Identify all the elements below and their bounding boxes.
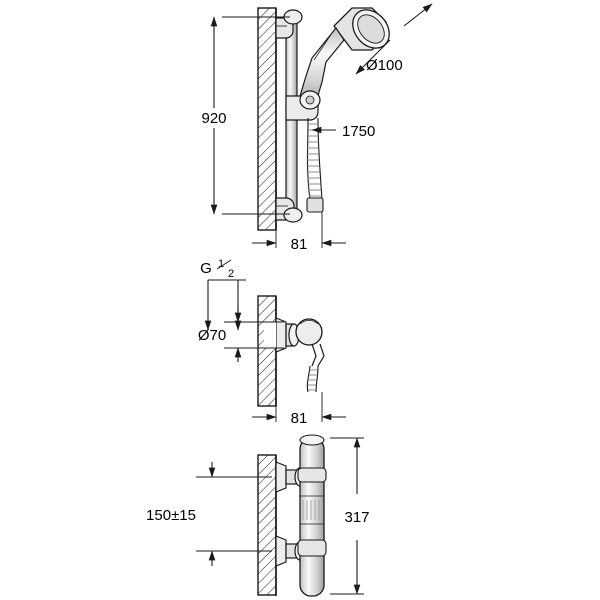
wall-section-bottom (257, 454, 277, 596)
dimension-dia100: Ø100 (355, 3, 433, 75)
dimension-dia100-label: Ø100 (366, 57, 403, 74)
shower-hose (306, 117, 324, 213)
dimension-1750-label: 1750 (342, 123, 375, 140)
dimension-dia70: Ø70 (198, 308, 284, 362)
wall-union-view: G 1 2 Ø70 81 (198, 258, 346, 427)
dimension-g12-numerator: 1 (218, 258, 224, 270)
shower-holder (285, 90, 321, 121)
dimension-81-mid-label: 81 (291, 410, 308, 427)
dimension-dia70-label: Ø70 (198, 327, 226, 344)
shower-rail-view: 920 920 Ø100 1750 81 81 (190, 3, 433, 253)
dimension-1750: 1750 (311, 123, 375, 140)
thermostatic-mixer-body (297, 434, 327, 597)
dimension-81-top-text: 81 (291, 236, 308, 253)
dimension-920: 920 920 (190, 16, 290, 215)
wall-section-top (257, 7, 277, 231)
thermostat-mixer-view: 150±15 317 (146, 434, 370, 597)
dimension-920-text: 920 (201, 110, 226, 127)
dimension-g12: G 1 2 (200, 258, 246, 331)
dimension-317-label: 317 (344, 509, 369, 526)
dimension-317: 317 (330, 437, 370, 595)
dimension-g12-label: G (200, 260, 212, 277)
hand-shower-head (299, 7, 390, 105)
wall-section-mid (257, 295, 277, 407)
dimension-150-label: 150±15 (146, 507, 196, 524)
dimension-g12-denominator: 2 (228, 268, 234, 280)
dimension-150: 150±15 (146, 462, 272, 566)
dimension-81-top: 81 81 (252, 212, 346, 253)
wall-union-body (264, 317, 325, 393)
dimension-81-mid: 81 (252, 392, 346, 427)
